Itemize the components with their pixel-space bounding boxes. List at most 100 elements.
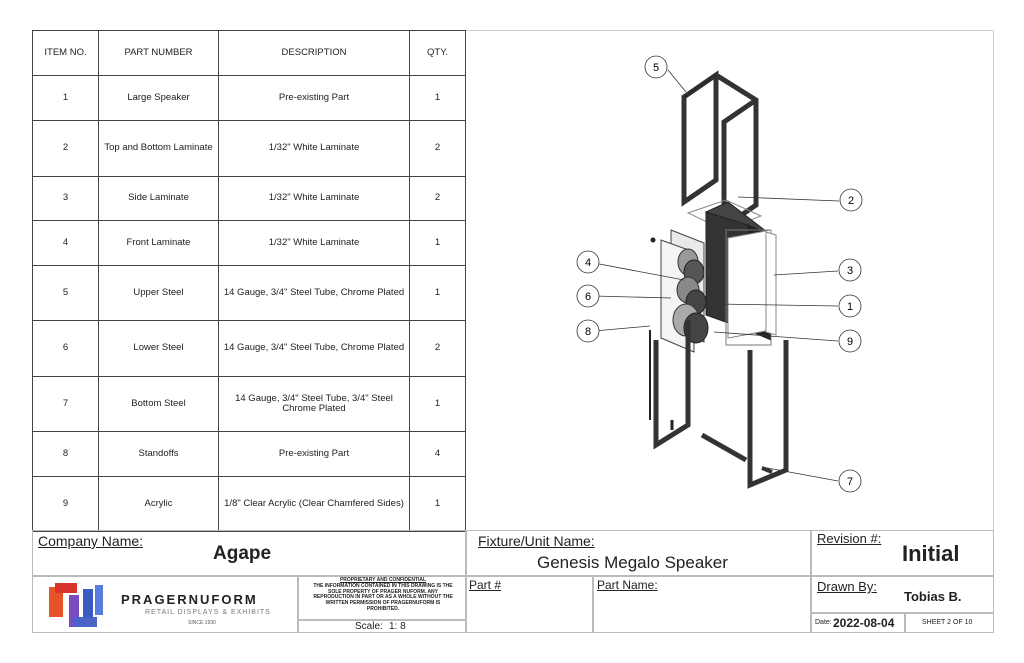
bom-item-no: 1 [32, 75, 99, 121]
bom-qty: 1 [409, 476, 466, 532]
bom-part-number: Side Laminate [98, 176, 219, 221]
bom-description: Pre-existing Part [218, 431, 410, 477]
bom-qty: 4 [409, 431, 466, 477]
proprietary-text: THE INFORMATION CONTAINED IN THIS DRAWIN… [313, 582, 453, 612]
bom-description: 14 Gauge, 3/4" Steel Tube, 3/4" Steel Ch… [218, 376, 410, 432]
bom-part-number: Top and Bottom Laminate [98, 120, 219, 177]
callout-balloon-label: 1 [847, 301, 853, 313]
bom-part-number: Bottom Steel [98, 376, 219, 432]
bom-part-number: Front Laminate [98, 220, 219, 266]
header-part-number: PART NUMBER [98, 30, 219, 76]
callout-balloon: 6 [576, 284, 600, 308]
drawn-by-value: Tobias B. [904, 589, 962, 604]
bom-qty: 1 [409, 376, 466, 432]
revision-value: Initial [902, 541, 960, 566]
pragernuform-logo-icon [49, 583, 103, 627]
callout-balloon-label: 2 [848, 195, 854, 207]
bom-item-no: 4 [32, 220, 99, 266]
bom-qty: 2 [409, 176, 466, 221]
bom-header-row: ITEM NO. PART NUMBER DESCRIPTION QTY. [32, 30, 466, 76]
callout-balloon-label: 7 [847, 476, 853, 488]
bom-item-no: 3 [32, 176, 99, 221]
bom-part-number: Upper Steel [98, 265, 219, 321]
title-block-revision: Revision #: Initial [811, 530, 994, 576]
logo-company-name: PRAGERNUFORM [121, 592, 258, 607]
upper-steel-frame [681, 70, 759, 232]
bom-part-number: Lower Steel [98, 320, 219, 377]
bom-item-no: 8 [32, 431, 99, 477]
bom-part-number: Large Speaker [98, 75, 219, 121]
callout-balloon-label: 5 [653, 62, 659, 74]
callout-balloon: 2 [839, 188, 863, 212]
bom-qty: 2 [409, 120, 466, 177]
callout-balloon: 5 [644, 55, 668, 79]
title-block-fixture: Fixture/Unit Name: Genesis Megalo Speake… [466, 530, 811, 576]
title-block-drawn-by: Drawn By: Tobias B. [811, 576, 994, 613]
callout-balloon-label: 4 [585, 257, 591, 269]
callout-balloon: 4 [576, 250, 600, 274]
bom-part-number: Standoffs [98, 431, 219, 477]
header-qty: QTY. [409, 30, 466, 76]
bom-part-number: Acrylic [98, 476, 219, 532]
fixture-name-label: Fixture/Unit Name: [478, 533, 595, 549]
title-block-date: Date: 2022-08-04 [811, 613, 905, 633]
bom-item-no: 2 [32, 120, 99, 177]
date-label: Date: [815, 619, 832, 626]
bom-item-no: 6 [32, 320, 99, 377]
bom-description: 1/8" Clear Acrylic (Clear Chamfered Side… [218, 476, 410, 532]
bom-item-no: 9 [32, 476, 99, 532]
header-item-no: ITEM NO. [32, 30, 99, 76]
revision-label: Revision #: [817, 531, 882, 546]
bom-description: 1/32" White Laminate [218, 220, 410, 266]
bom-item-no: 5 [32, 265, 99, 321]
callout-balloon-label: 6 [585, 291, 591, 303]
bom-item-no: 7 [32, 376, 99, 432]
callout-balloon: 7 [838, 469, 862, 493]
exploded-view-drawing: 5 2 4 3 6 1 8 9 7 [466, 30, 994, 530]
callout-balloon-label: 8 [585, 326, 591, 338]
scale-value: 1: 8 [389, 621, 406, 632]
speaker-assembly [650, 201, 777, 353]
callout-balloon-label: 9 [847, 336, 853, 348]
lower-steel-left [653, 320, 691, 450]
callout-balloon: 9 [838, 329, 862, 353]
date-value: 2022-08-04 [833, 616, 895, 630]
bom-description: 1/32" White Laminate [218, 176, 410, 221]
title-block-logo: PRAGERNUFORM RETAIL DISPLAYS & EXHIBITS … [32, 576, 298, 633]
header-description: DESCRIPTION [218, 30, 410, 76]
callout-balloon: 8 [576, 319, 600, 343]
title-block-part-name: Part Name: [593, 576, 811, 633]
bom-description: 14 Gauge, 3/4" Steel Tube, Chrome Plated [218, 265, 410, 321]
scale-label: Scale: [355, 621, 383, 632]
title-block-proprietary: PROPRIETARY AND CONFIDENTIAL THE INFORMA… [298, 576, 466, 620]
callout-balloon: 3 [838, 258, 862, 282]
company-name-label: Company Name: [38, 533, 144, 549]
title-block-sheet: SHEET 2 OF 10 [905, 613, 994, 633]
title-block-scale: Scale: 1: 8 [298, 620, 466, 633]
bom-qty: 1 [409, 220, 466, 266]
title-block-part-number: Part # [466, 576, 593, 633]
company-name-value: Agape [213, 543, 272, 564]
bottom-steel [700, 432, 748, 463]
proprietary-title: PROPRIETARY AND CONFIDENTIAL [339, 577, 427, 583]
bom-qty: 1 [409, 265, 466, 321]
callout-balloon-label: 3 [847, 265, 853, 277]
logo-since: SINCE 1930 [188, 620, 216, 626]
bom-description: Pre-existing Part [218, 75, 410, 121]
title-block-company: Company Name: Agape [32, 530, 466, 576]
part-name-label: Part Name: [597, 578, 658, 592]
drawn-by-label: Drawn By: [817, 579, 877, 594]
bom-description: 1/32" White Laminate [218, 120, 410, 177]
bom-qty: 1 [409, 75, 466, 121]
lower-steel-right [747, 340, 789, 489]
